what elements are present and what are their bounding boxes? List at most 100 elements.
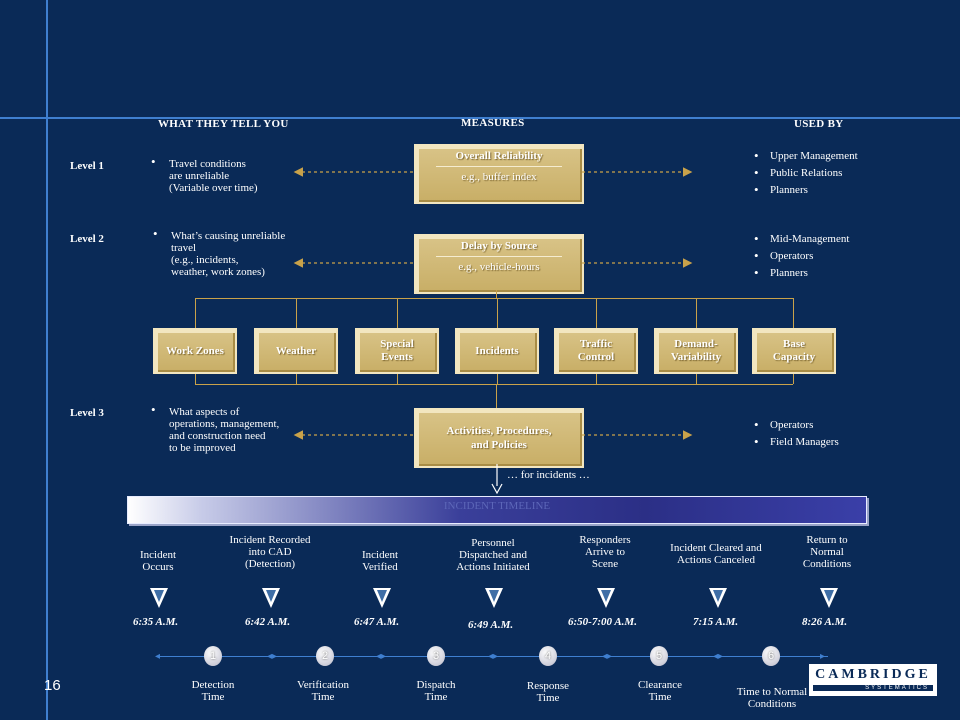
user-item: Operators [754, 417, 839, 436]
measure-box-overall-reliability: Overall Reliability e.g., buffer index [414, 144, 584, 204]
timeline-title: INCIDENT TIMELINE [443, 500, 551, 512]
axis-tick-icon: ◂ [155, 651, 161, 662]
source-label: Special Events [380, 338, 414, 363]
measure-example: e.g., buffer index [461, 171, 537, 183]
down-arrow [491, 464, 503, 494]
measure-box-activities: Activities, Procedures, and Policies [414, 408, 584, 468]
user-item: Upper Management [754, 148, 858, 167]
accent-vertical-line [46, 0, 48, 720]
axis-tick-icon: ◂▸ [488, 651, 499, 662]
event-incident-cleared: Incident Cleared and Actions Canceled [670, 542, 762, 566]
phase-label-detection: Detection Time [191, 679, 235, 703]
header-what-they-tell-you: WHAT THEY TELL YOU [158, 118, 289, 130]
source-connector [497, 298, 498, 328]
event-marker-icon [150, 588, 168, 608]
user-item: Planners [754, 265, 849, 284]
header-used-by: USED BY [794, 118, 844, 130]
event-marker-icon [485, 588, 503, 608]
phase-number-2: 2 [316, 646, 334, 666]
connector-stem-top [496, 290, 497, 298]
connector-stem-bottom [496, 384, 497, 408]
event-time: 6:50-7:00 A.M. [568, 616, 637, 628]
phase-number-4: 4 [539, 646, 557, 666]
measure-box-delay-by-source: Delay by Source e.g., vehicle-hours [414, 234, 584, 294]
connector-bracket-bottom [195, 384, 793, 385]
source-label: Incidents [475, 344, 519, 357]
logo-sub: SYSTEMATICS [813, 685, 933, 691]
phase-label-verification: Verification Time [297, 679, 349, 703]
source-connector [195, 298, 196, 328]
source-connector [397, 370, 398, 384]
connector-bracket-top [195, 298, 793, 299]
level-3-users: Operators Field Managers [754, 417, 839, 453]
axis-tick-icon: ◂▸ [376, 651, 387, 662]
event-time: 6:35 A.M. [133, 616, 179, 628]
source-base-capacity: Base Capacity [752, 328, 836, 374]
source-connector [296, 370, 297, 384]
level-2-label: Level 2 [70, 233, 104, 245]
event-marker-icon [709, 588, 727, 608]
event-time: 7:15 A.M. [693, 616, 739, 628]
phase-label-clearance: Clearance Time [638, 679, 682, 703]
event-time: 6:49 A.M. [468, 619, 514, 631]
phase-label-time-to-normal: Time to Normal Conditions [736, 686, 808, 710]
phase-axis-line [160, 656, 828, 657]
user-item: Mid-Management [754, 231, 849, 250]
event-marker-icon [597, 588, 615, 608]
phase-label-response: Response Time [526, 680, 570, 704]
source-connector [696, 370, 697, 384]
measure-title: Activities, Procedures, and Policies [446, 425, 552, 451]
source-connector [497, 370, 498, 384]
level-1-users: Upper Management Public Relations Planne… [754, 148, 858, 201]
phase-number-3: 3 [427, 646, 445, 666]
event-time: 6:42 A.M. [245, 616, 291, 628]
source-label: Work Zones [166, 344, 224, 357]
phase-label-dispatch: Dispatch Time [416, 679, 456, 703]
event-responders-arrive: Responders Arrive to Scene [579, 534, 631, 570]
source-connector [793, 298, 794, 328]
event-return-to-normal: Return to Normal Conditions [802, 534, 852, 570]
source-connector [596, 370, 597, 384]
source-work-zones: Work Zones [153, 328, 237, 374]
level-1-description: Travel conditions are unreliable (Variab… [151, 156, 258, 194]
source-connector [696, 298, 697, 328]
user-item: Planners [754, 182, 858, 201]
page-number: 16 [44, 677, 61, 694]
event-incident-verified: Incident Verified [361, 549, 399, 573]
user-item: Public Relations [754, 165, 858, 184]
source-traffic-control: Traffic Control [554, 328, 638, 374]
user-item: Field Managers [754, 434, 839, 453]
level-2-description: What’s causing unreliable travel (e.g., … [153, 228, 285, 278]
event-marker-icon [373, 588, 391, 608]
cambridge-systematics-logo: CAMBRIDGE SYSTEMATICS [808, 663, 938, 697]
level-3-label: Level 3 [70, 407, 104, 419]
source-label: Base Capacity [772, 338, 816, 363]
measure-title: Overall Reliability [455, 150, 543, 162]
event-marker-icon [262, 588, 280, 608]
axis-tick-icon: ◂▸ [267, 651, 278, 662]
source-label: Weather [275, 344, 317, 357]
source-connector [397, 298, 398, 328]
header-measures: MEASURES [461, 117, 525, 129]
user-item: Operators [754, 248, 849, 267]
event-time: 6:47 A.M. [354, 616, 400, 628]
source-label: Demand- Variability [670, 338, 722, 363]
incident-timeline-bar: INCIDENT TIMELINE [127, 496, 867, 524]
event-incident-recorded: Incident Recorded into CAD (Detection) [229, 534, 311, 570]
source-special-events: Special Events [355, 328, 439, 374]
source-incidents: Incidents [455, 328, 539, 374]
logo-name: CAMBRIDGE [815, 667, 931, 682]
dashed-arrows [293, 167, 693, 440]
axis-tick-icon: ◂▸ [713, 651, 724, 662]
measure-example: e.g., vehicle-hours [458, 261, 540, 273]
source-connector [793, 370, 794, 384]
source-label: Traffic Control [577, 338, 615, 363]
axis-tick-icon: ▸ [820, 651, 826, 662]
level-2-users: Mid-Management Operators Planners [754, 231, 849, 284]
source-demand-variability: Demand- Variability [654, 328, 738, 374]
event-personnel-dispatched: Personnel Dispatched and Actions Initiat… [456, 537, 530, 573]
measure-title: Delay by Source [460, 240, 538, 252]
accent-horizontal-line [0, 117, 960, 119]
source-connector [296, 298, 297, 328]
level-1-label: Level 1 [70, 160, 104, 172]
